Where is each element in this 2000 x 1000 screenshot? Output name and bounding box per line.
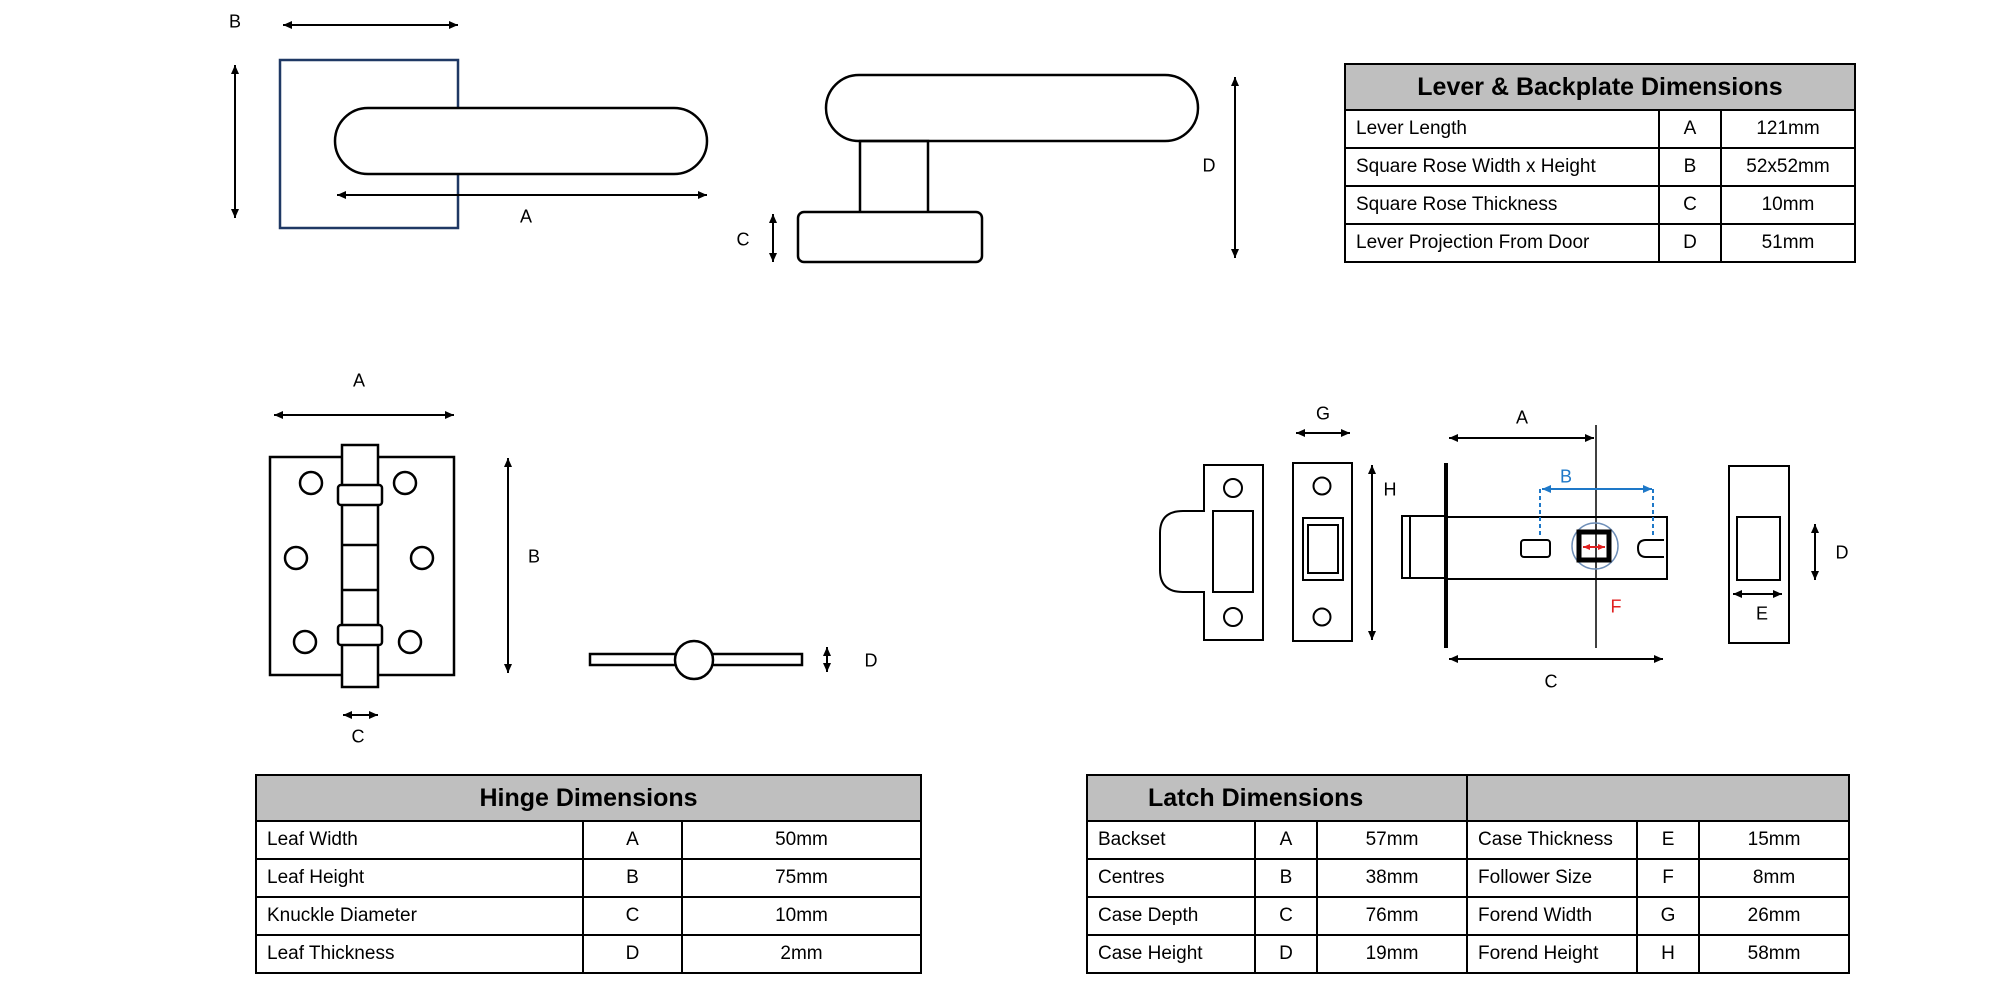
- table-row: Case Height D 19mm Forend Height H 58mm: [1086, 934, 1851, 974]
- label-c: C: [1544, 671, 1558, 692]
- table-title: Hinge Dimensions: [255, 774, 922, 822]
- table-row: Square Rose Thickness C 10mm: [1344, 185, 1856, 225]
- label-f: F: [1610, 596, 1622, 617]
- table-row: Square Rose Width x Height B 52x52mm: [1344, 147, 1856, 187]
- label-a: A: [1515, 407, 1529, 428]
- rose-side: [796, 210, 984, 264]
- screw-hole: [409, 545, 435, 571]
- table-row: Knuckle Diameter C 10mm: [255, 896, 922, 936]
- label-c: C: [736, 229, 750, 250]
- table-title: Lever & Backplate Dimensions: [1344, 63, 1856, 111]
- hinge-front-view: [268, 411, 512, 719]
- screw-hole: [283, 545, 309, 571]
- screw-hole: [298, 470, 324, 496]
- latch-strike-plate: [1159, 464, 1264, 641]
- lever-handle: [333, 106, 709, 176]
- table-row: Lever Length A 121mm: [1344, 109, 1856, 149]
- table-row: Leaf Width A 50mm: [255, 820, 922, 860]
- latch-slot-left: [1520, 539, 1551, 558]
- table-row: Case Depth C 76mm Forend Width G 26mm: [1086, 896, 1851, 936]
- lever-front-view: [231, 21, 709, 230]
- hinge-side-view: [588, 639, 831, 681]
- table-row: Leaf Thickness D 2mm: [255, 934, 922, 974]
- knuckle-band-bottom: [336, 623, 384, 647]
- latch-body: [1401, 425, 1668, 663]
- knuckle-band-top: [336, 483, 384, 507]
- label-b: B: [228, 11, 242, 32]
- label-h: H: [1383, 479, 1397, 500]
- follower-square: [1576, 529, 1612, 563]
- label-a: A: [352, 370, 366, 391]
- label-b: B: [1559, 466, 1573, 487]
- label-g: G: [1315, 403, 1331, 424]
- label-d: D: [1202, 155, 1216, 176]
- table-title: Latch Dimensions: [1085, 774, 1469, 822]
- label-a: A: [519, 206, 533, 227]
- latch-slot-right: [1636, 539, 1664, 558]
- latch-bolt: [1401, 515, 1447, 579]
- follower-ring: [1571, 522, 1619, 570]
- label-c: C: [351, 726, 365, 747]
- label-b: B: [527, 546, 541, 567]
- lever-neck: [858, 139, 930, 215]
- table-row: Leaf Height B 75mm: [255, 858, 922, 898]
- label-d: D: [1835, 542, 1849, 563]
- hinge-dimensions-table: Hinge Dimensions Leaf Width A 50mm Leaf …: [255, 774, 922, 974]
- screw-hole: [292, 629, 318, 655]
- label-d: D: [864, 650, 878, 671]
- table-title-blank: [1466, 774, 1851, 822]
- lever-side-handle: [824, 73, 1200, 143]
- screw-hole: [397, 629, 423, 655]
- label-e: E: [1755, 603, 1769, 624]
- latch-dimensions-table: Latch Dimensions Backset A 57mm Case Thi…: [1085, 774, 1851, 974]
- latch-forend: [1292, 429, 1376, 642]
- lever-side-view: [769, 73, 1239, 264]
- latch-case: [1446, 516, 1668, 580]
- table-row: Centres B 38mm Follower Size F 8mm: [1086, 858, 1851, 898]
- table-row: Lever Projection From Door D 51mm: [1344, 223, 1856, 263]
- latch-end-view: [1728, 465, 1819, 644]
- lever-dimensions-table: Lever & Backplate Dimensions Lever Lengt…: [1344, 63, 1856, 263]
- hinge-knuckle: [340, 443, 380, 689]
- table-row: Backset A 57mm Case Thickness E 15mm: [1086, 820, 1851, 860]
- screw-hole: [392, 470, 418, 496]
